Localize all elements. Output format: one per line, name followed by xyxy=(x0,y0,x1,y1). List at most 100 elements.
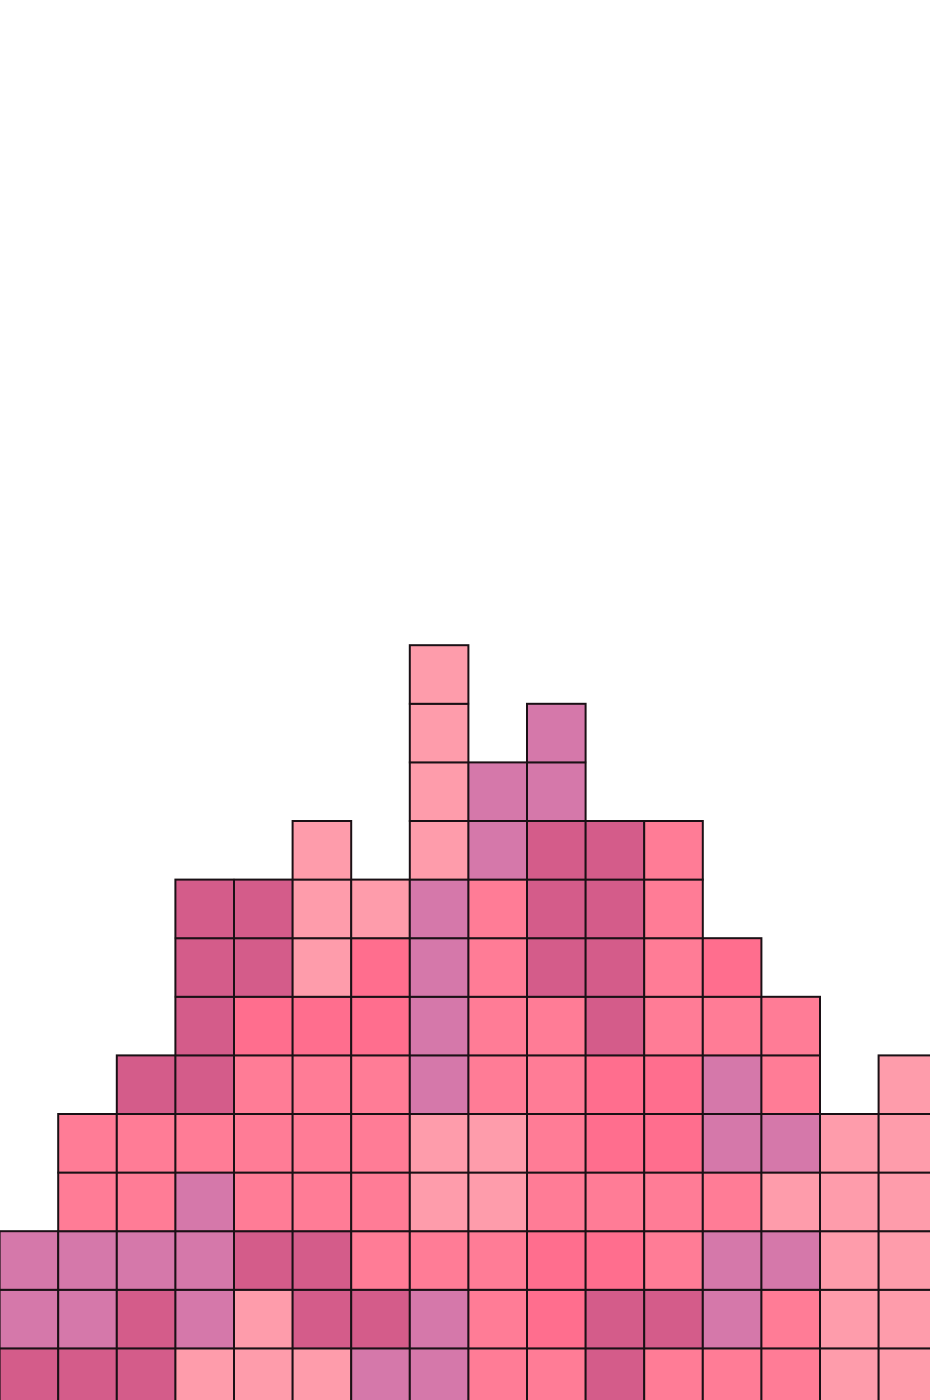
block-tile xyxy=(291,1347,353,1400)
block-tile xyxy=(174,1288,235,1350)
block-tile xyxy=(350,1288,411,1350)
block-tile xyxy=(408,878,470,940)
block-tile xyxy=(643,1054,704,1116)
block-tile xyxy=(819,1288,880,1350)
block-tile xyxy=(408,820,470,881)
block-tile xyxy=(174,937,235,998)
block-tile xyxy=(115,1230,177,1291)
block-tile xyxy=(408,1171,470,1233)
block-tile xyxy=(233,1230,294,1291)
block-tile xyxy=(57,1113,118,1174)
block-tile xyxy=(643,1288,704,1350)
block-tile xyxy=(584,1347,646,1400)
block-tile xyxy=(526,1288,587,1350)
block-tile xyxy=(584,1171,646,1233)
block-tile xyxy=(408,937,470,998)
block-tile xyxy=(643,1113,704,1174)
block-tile xyxy=(233,1054,294,1116)
block-tile xyxy=(584,820,646,881)
block-tile xyxy=(467,1054,528,1116)
block-tile xyxy=(760,1347,822,1400)
block-tile xyxy=(584,878,646,940)
block-tile xyxy=(350,1230,411,1291)
block-tile xyxy=(584,1113,646,1174)
block-tile xyxy=(760,1230,822,1291)
block-tile xyxy=(350,995,411,1057)
block-tile xyxy=(526,1347,587,1400)
block-tile xyxy=(291,995,353,1057)
block-tile xyxy=(57,1288,118,1350)
block-tile xyxy=(408,995,470,1057)
block-tile xyxy=(291,1171,353,1233)
block-tile xyxy=(408,702,470,764)
block-tile xyxy=(526,937,587,998)
block-tile xyxy=(350,878,411,940)
block-tile xyxy=(350,1347,411,1400)
block-tile xyxy=(643,1171,704,1233)
block-tile xyxy=(467,820,528,881)
block-tile xyxy=(526,1054,587,1116)
block-tile xyxy=(233,1113,294,1174)
block-tile xyxy=(408,644,470,705)
block-tile xyxy=(57,1171,118,1233)
block-tile xyxy=(467,1230,528,1291)
block-tile xyxy=(819,1171,880,1233)
block-tile xyxy=(760,1113,822,1174)
block-tile xyxy=(760,1288,822,1350)
block-tile xyxy=(115,1347,177,1400)
block-tile xyxy=(467,937,528,998)
block-tile xyxy=(0,1288,60,1350)
block-tile xyxy=(526,1171,587,1233)
block-tile xyxy=(174,1347,235,1400)
block-tile xyxy=(643,995,704,1057)
block-tile xyxy=(877,1288,930,1350)
block-tile xyxy=(467,1288,528,1350)
block-tile xyxy=(408,1347,470,1400)
block-tile xyxy=(291,937,353,998)
block-tile xyxy=(467,1171,528,1233)
block-tile xyxy=(877,1113,930,1174)
block-tile xyxy=(350,1054,411,1116)
block-tile xyxy=(350,1171,411,1233)
block-tile xyxy=(408,1113,470,1174)
block-tile xyxy=(877,1230,930,1291)
block-tile xyxy=(115,1054,177,1116)
block-tile xyxy=(643,1347,704,1400)
block-tile xyxy=(701,1054,763,1116)
block-tile xyxy=(584,937,646,998)
block-tile xyxy=(526,702,587,764)
block-tile xyxy=(291,1054,353,1116)
block-tile xyxy=(643,878,704,940)
block-tile xyxy=(760,1054,822,1116)
block-tile xyxy=(701,995,763,1057)
block-tile xyxy=(233,1347,294,1400)
block-tile xyxy=(174,1171,235,1233)
block-tile xyxy=(760,1171,822,1233)
block-tile xyxy=(408,1054,470,1116)
block-tile xyxy=(408,761,470,823)
block-tile xyxy=(233,995,294,1057)
block-tile xyxy=(877,1347,930,1400)
block-tile xyxy=(115,1288,177,1350)
block-tile xyxy=(701,1171,763,1233)
block-tile xyxy=(701,1113,763,1174)
block-tile xyxy=(291,1230,353,1291)
block-tile xyxy=(526,1113,587,1174)
block-tile xyxy=(291,820,353,881)
block-tile xyxy=(584,1054,646,1116)
block-tile xyxy=(174,1113,235,1174)
block-tile xyxy=(174,1054,235,1116)
block-tile xyxy=(526,761,587,823)
block-tile xyxy=(57,1230,118,1291)
block-tile xyxy=(115,1171,177,1233)
block-tile xyxy=(584,1230,646,1291)
block-tile xyxy=(467,878,528,940)
block-tile xyxy=(760,995,822,1057)
block-tile xyxy=(174,878,235,940)
block-tile xyxy=(877,1171,930,1233)
block-tile xyxy=(57,1347,118,1400)
block-tile xyxy=(115,1113,177,1174)
block-tile xyxy=(408,1230,470,1291)
block-tile xyxy=(701,1288,763,1350)
